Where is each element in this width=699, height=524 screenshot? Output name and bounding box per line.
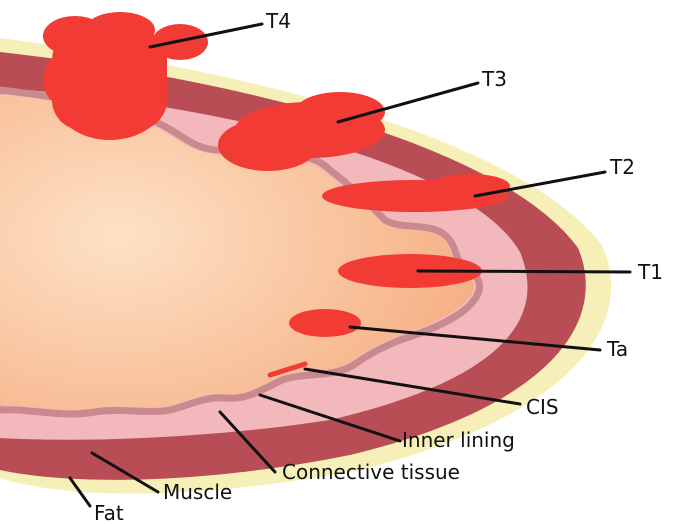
- label-ta: Ta: [606, 337, 628, 361]
- label-cis: CIS: [526, 395, 559, 419]
- label-muscle: Muscle: [163, 480, 232, 504]
- label-t1: T1: [637, 260, 663, 284]
- label-inner-lining: Inner lining: [402, 428, 515, 452]
- tumour-ta: [289, 309, 361, 337]
- label-t3: T3: [481, 67, 507, 91]
- label-t2: T2: [609, 155, 635, 179]
- label-t4: T4: [265, 9, 291, 33]
- leader-t1: [418, 271, 630, 272]
- label-fat: Fat: [94, 501, 124, 524]
- label-connective-tissue: Connective tissue: [282, 460, 460, 484]
